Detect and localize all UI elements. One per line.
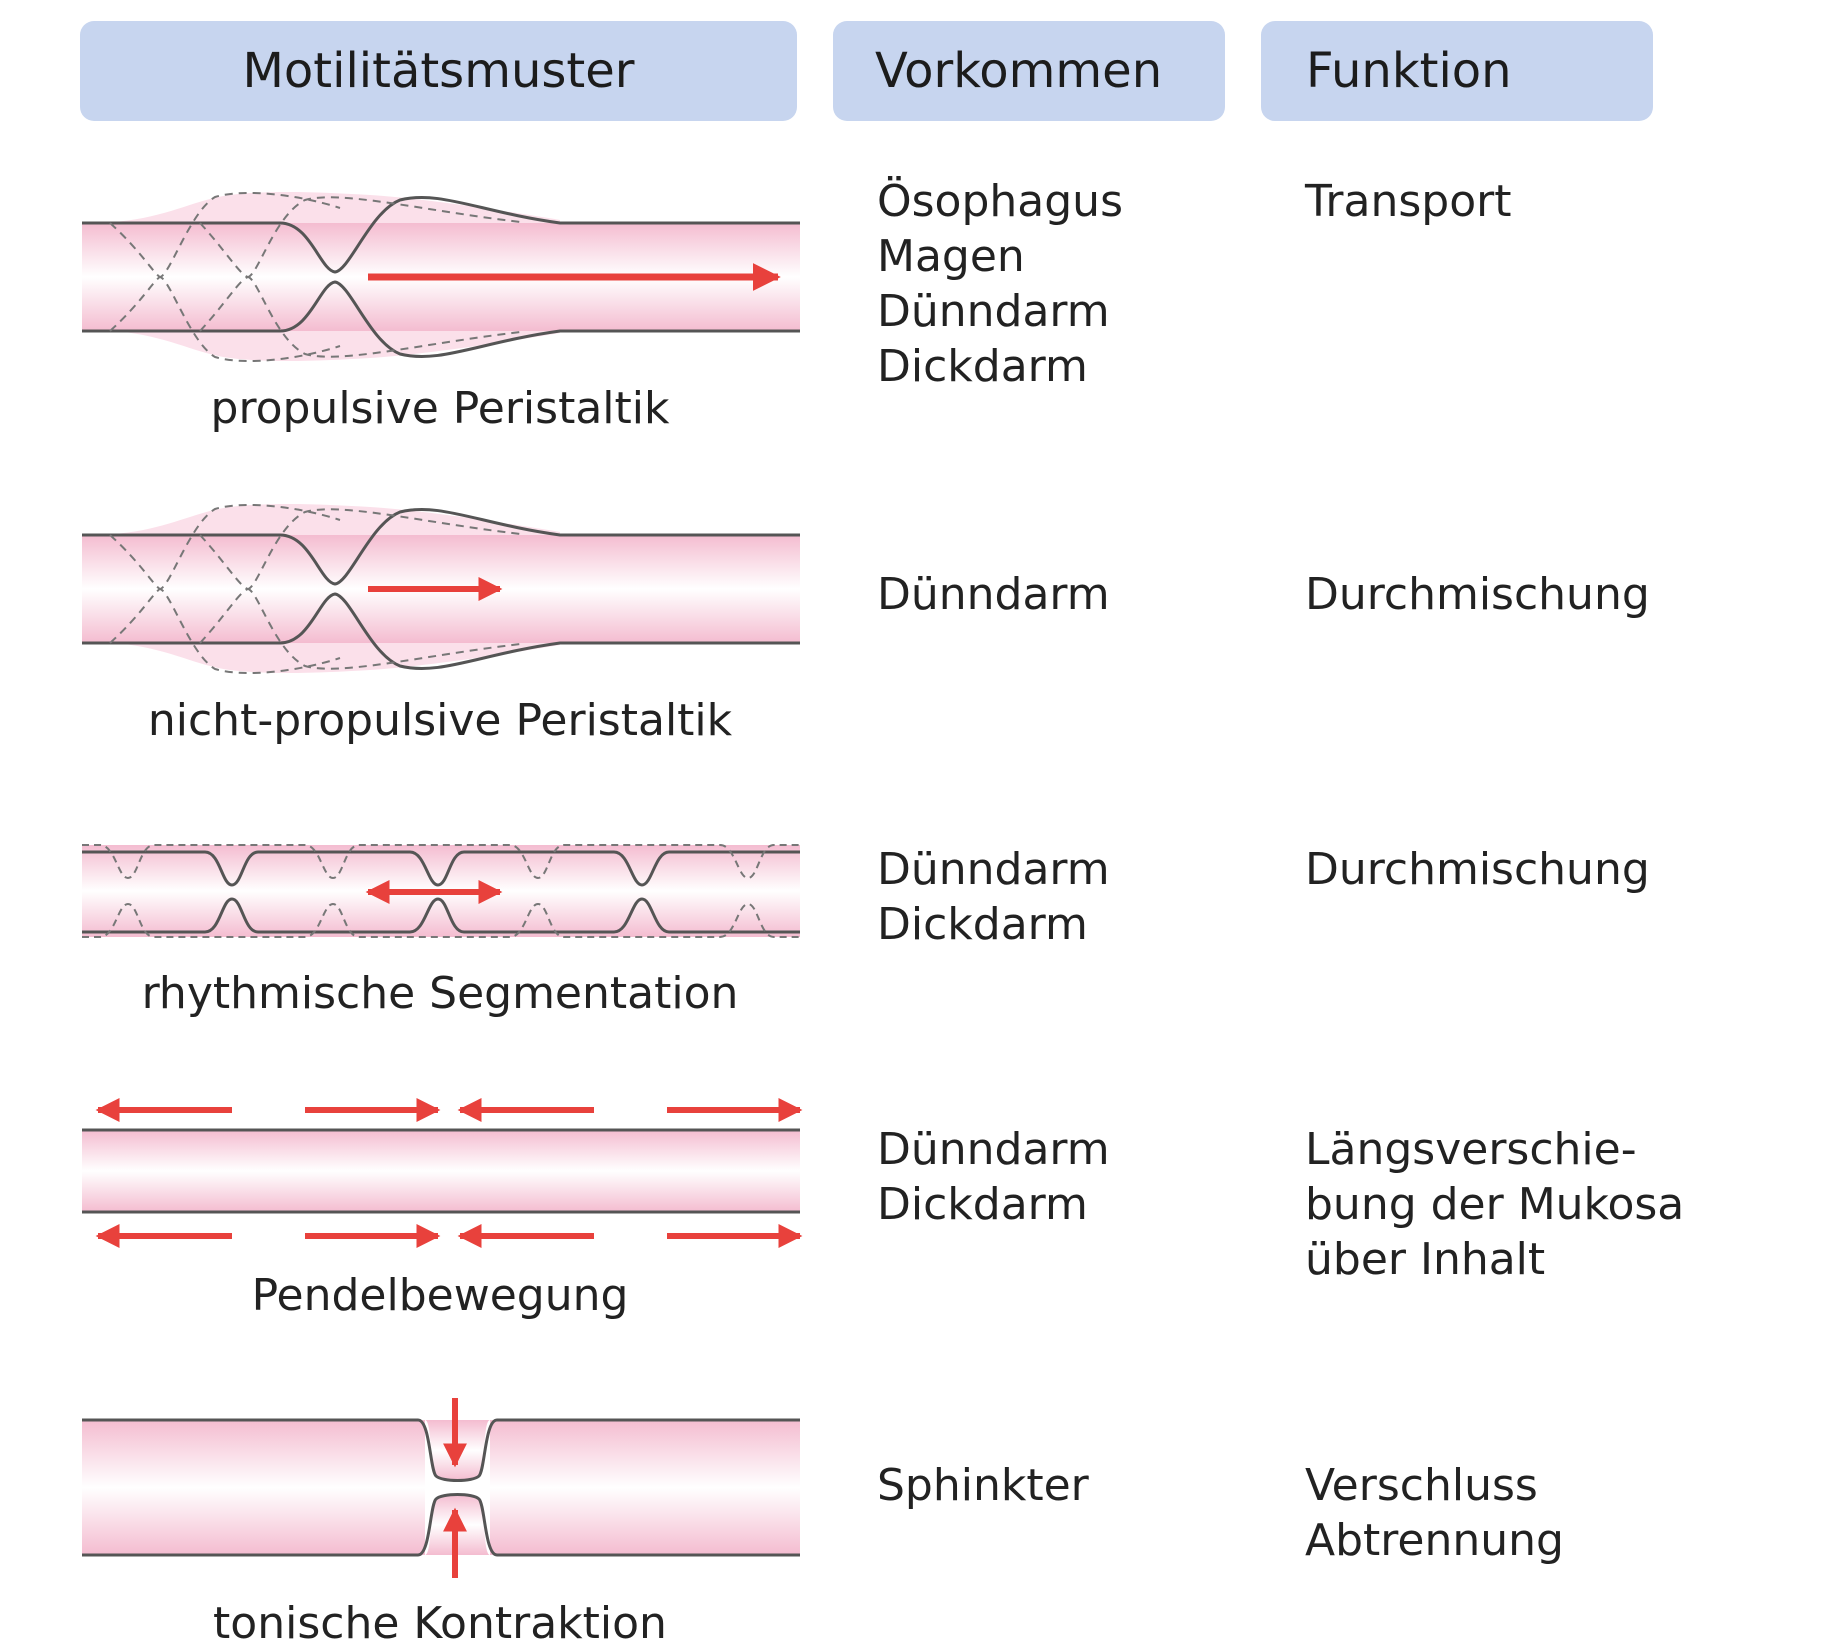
tonic-contraction-diagram [82,1398,800,1578]
function-cell-1: Transport [1305,174,1511,229]
occurrence-line: Sphinkter [877,1460,1089,1511]
occurrence-line: Dünndarm [877,569,1110,620]
caption-propulsive-peristalsis: propulsive Peristaltik [210,383,670,434]
occurrence-cell-5: Sphinkter [877,1458,1089,1513]
propulsive-peristalsis-diagram [82,191,800,363]
function-line: Transport [1305,176,1512,227]
function-line: Verschluss [1305,1460,1538,1511]
caption-tonic-contraction: tonische Kontraktion [213,1598,667,1649]
occurrence-cell-1: Ösophagus Magen Dünndarm Dickdarm [877,174,1123,394]
header-motility-pattern-label: Motilitätsmuster [242,43,635,99]
function-line: Abtrennung [1305,1515,1564,1566]
occurrence-line: Dickdarm [877,341,1088,392]
function-cell-2: Durchmischung [1305,567,1650,622]
header-motility-pattern: Motilitätsmuster [80,21,797,121]
occurrence-cell-2: Dünndarm [877,567,1110,622]
occurrence-line: Magen [877,231,1025,282]
occurrence-line: Dünndarm [877,286,1110,337]
function-line: Durchmischung [1305,844,1650,895]
occurrence-cell-4: Dünndarm Dickdarm [877,1122,1110,1232]
function-cell-4: Längsverschie- bung der Mukosa über Inha… [1305,1122,1684,1287]
caption-non-propulsive-peristalsis: nicht-propulsive Peristaltik [147,695,733,746]
rhythmic-segmentation-diagram [82,844,800,938]
non-propulsive-peristalsis-diagram [82,503,800,675]
occurrence-line: Ösophagus [877,176,1123,227]
function-cell-5: Verschluss Abtrennung [1305,1458,1564,1568]
occurrence-line: Dickdarm [877,1179,1088,1230]
occurrence-line: Dünndarm [877,1124,1110,1175]
function-line: bung der Mukosa [1305,1179,1685,1230]
occurrence-line: Dickdarm [877,899,1088,950]
header-occurrence-label: Vorkommen [875,43,1163,99]
pendular-movement-diagram [82,1098,803,1248]
function-cell-3: Durchmischung [1305,842,1650,897]
header-function: Funktion [1261,21,1653,121]
occurrence-cell-3: Dünndarm Dickdarm [877,842,1110,952]
caption-rhythmic-segmentation: rhythmische Segmentation [141,968,739,1019]
function-line: über Inhalt [1305,1234,1546,1285]
caption-pendular-movement: Pendelbewegung [251,1270,629,1321]
function-line: Längsverschie- [1305,1124,1637,1175]
occurrence-line: Dünndarm [877,844,1110,895]
header-function-label: Funktion [1306,43,1512,99]
function-line: Durchmischung [1305,569,1650,620]
header-occurrence: Vorkommen [833,21,1225,121]
